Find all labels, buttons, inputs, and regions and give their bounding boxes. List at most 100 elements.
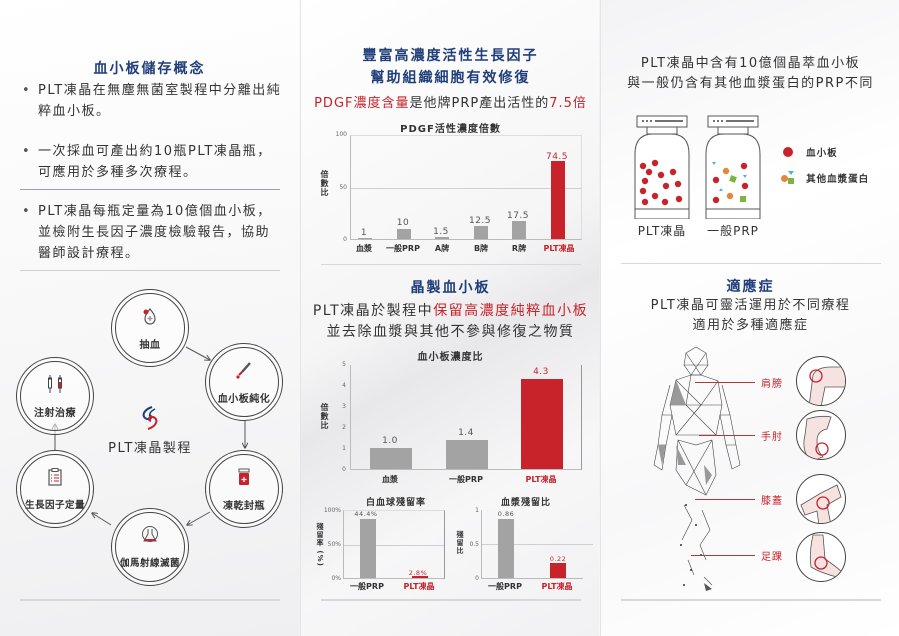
chart-title: 血小板濃度比 (417, 352, 484, 363)
value-label: 44.4% (354, 510, 378, 518)
gridline (482, 544, 593, 545)
legend-label: 其他血漿蛋白 (806, 173, 870, 185)
divider (621, 599, 881, 601)
pointer-line-ankle (691, 555, 755, 556)
bottle-label-plt: PLT凍晶 (637, 224, 687, 238)
legend-plasma-protein: 其他血漿蛋白 (781, 167, 869, 186)
category-label: PLT凍晶 (541, 582, 573, 591)
prp-bottle-icon (705, 115, 761, 220)
panel-comparison-indications: PLT凍晶中含有10億個晶萃血小板 與一般仍含有其他血漿蛋白的PRP不同 (600, 0, 899, 636)
indication-knee-label: 膝蓋 (761, 496, 783, 507)
text-black: PLT凍晶於製程中 (312, 303, 434, 319)
chart-title: PDGF活性濃度倍數 (400, 124, 501, 135)
indications-title: 適應症 (726, 279, 775, 295)
indications-line-1: PLT凍晶可靈活運用於不同療程 (650, 298, 851, 313)
y-axis-label: 殘留比 (456, 531, 464, 555)
divider (321, 264, 581, 265)
polygon-body-icon (653, 346, 741, 591)
step-draw-blood: 抽血 (111, 289, 189, 367)
bullet-1: PLT凍晶在無塵無菌室製程中分離出純粹血小板。 (22, 80, 284, 122)
value-label: 1.0 (382, 436, 398, 446)
y-tick: 4 (342, 382, 346, 389)
indication-elbow-label: 手肘 (761, 432, 783, 443)
bar-plt (521, 379, 563, 469)
storage-bullet-list-2: 一次採血可產出約10瓶PLT凍晶瓶，可應用於多種多次療程。 (22, 141, 284, 183)
section-line-2: 並去除血漿與其他不參與修復之物質 (326, 324, 575, 340)
title-line-2: 幫助組織細胞有效修復 (370, 70, 531, 86)
process-center-title: PLT凍晶製程 (108, 441, 192, 456)
comparison-intro: PLT凍晶中含有10億個晶萃血小板 與一般仍含有其他血漿蛋白的PRP不同 (601, 54, 899, 94)
category-label: 血漿 (356, 244, 372, 253)
value-label: 1.4 (458, 428, 474, 438)
intro-line-1: PLT凍晶中含有10億個晶萃血小板 (640, 56, 861, 71)
y-axis-label: 倍數比 (320, 403, 329, 430)
platelet-section-title: 晶製血小板 (410, 280, 491, 296)
bottle-prp (704, 114, 762, 223)
value-label: 12.5 (468, 216, 492, 226)
plot-area (481, 510, 593, 579)
step-label: 凍乾封瓶 (223, 501, 265, 512)
storage-bullet-list-3: PLT凍晶每瓶定量為10億個血小板，並檢附生長因子濃度檢驗報告，協助醫師設計療程… (22, 201, 284, 264)
step-label: 伽馬射線滅菌 (119, 558, 180, 569)
divider (20, 270, 280, 271)
category-label: B牌 (473, 244, 489, 253)
value-label: 0.86 (497, 510, 515, 518)
bar-plasma (370, 448, 412, 469)
ankle-icon (796, 532, 846, 582)
step-injection-treatment: 注射治療 (16, 357, 94, 435)
indications-line-2: 適用於多種適應症 (692, 318, 809, 333)
plasma-residual-chart: 血漿殘留比 殘留比 1 0.5 0 0.86 0.22 一般PRP PLT凍晶 (451, 493, 600, 593)
panel-storage-concept: 血小板儲存概念 PLT凍晶在無塵無菌室製程中分離出純粹血小板。 一次採血可產出約… (0, 0, 299, 636)
y-tick: 0.5 (469, 541, 479, 548)
elbow-icon (796, 410, 846, 460)
y-tick: 1 (475, 507, 479, 514)
storage-concept-title: 血小板儲存概念 (93, 61, 206, 77)
platelet-dot-icon (783, 146, 793, 157)
y-tick: 100% (323, 507, 341, 514)
legend-platelet: 血小板 (783, 141, 838, 160)
y-tick: 0 (475, 575, 479, 582)
category-label: A牌 (434, 244, 450, 253)
value-label: 10 (396, 218, 410, 228)
wbc-residual-chart: 白血球殘留率 殘留率 (%) 100% 50% 0% 44.4% 2.8% 一般… (301, 493, 451, 593)
bar-plt (551, 161, 565, 239)
platelet-concentration-chart: 血小板濃度比 倍數比 5 4 3 2 1 0 1.0 1.4 4.3 血漿 一般… (301, 345, 600, 490)
human-body-illustration (646, 345, 746, 599)
category-label: PLT凍晶 (525, 475, 557, 484)
section-line-1: PLT凍晶於製程中保留高濃度純粹血小板 (301, 301, 600, 322)
value-label: 1.5 (433, 227, 449, 237)
highlight-red: PDGF濃度含量 (314, 96, 410, 111)
y-axis-label: 倍數比 (320, 170, 329, 197)
chart-title: 白血球殘留率 (365, 498, 426, 508)
gamma-flask-icon (112, 525, 188, 549)
title-line-1: 豐富高濃度活性生長因子 (362, 48, 539, 64)
bar-prp (360, 519, 376, 578)
gridline (351, 188, 581, 189)
bullet-2: 一次採血可產出約10瓶PLT凍晶瓶，可應用於多種多次療程。 (22, 141, 284, 183)
value-label: 2.8% (408, 569, 428, 577)
knee-icon (796, 474, 846, 524)
y-tick: 2 (342, 424, 346, 431)
growth-factor-title: 豐富高濃度活性生長因子 幫助組織細胞有效修復 (301, 45, 600, 89)
bar-plt (412, 576, 428, 578)
value-label: 4.3 (533, 367, 549, 377)
bar-brand-a (435, 237, 449, 239)
bar-prp (446, 440, 488, 469)
bullet-3: PLT凍晶每瓶定量為10億個血小板，並檢附生長因子濃度檢驗報告，協助醫師設計療程… (22, 201, 284, 264)
plot-area (350, 365, 582, 470)
category-label: 一般PRP (350, 582, 384, 591)
syringe-icon (17, 374, 93, 398)
clipboard-icon (17, 467, 93, 491)
divider (20, 189, 280, 190)
platelet-section-text: PLT凍晶於製程中保留高濃度純粹血小板 並去除血漿與其他不參與修復之物質 (301, 301, 600, 343)
bar-prp (498, 519, 514, 578)
y-tick: 0% (331, 575, 341, 582)
value-label: 74.5 (545, 152, 569, 162)
pointer-line-elbow (699, 435, 755, 436)
step-gamma-sterilization: 伽馬射線滅菌 (111, 508, 189, 586)
indications-text: PLT凍晶可靈活運用於不同療程 適用於多種適應症 (601, 296, 899, 336)
step-platelet-purification: 血小板純化 (205, 343, 283, 421)
plot-area (343, 510, 445, 579)
value-label: 0.22 (549, 555, 567, 563)
step-label: 注射治療 (34, 408, 76, 419)
